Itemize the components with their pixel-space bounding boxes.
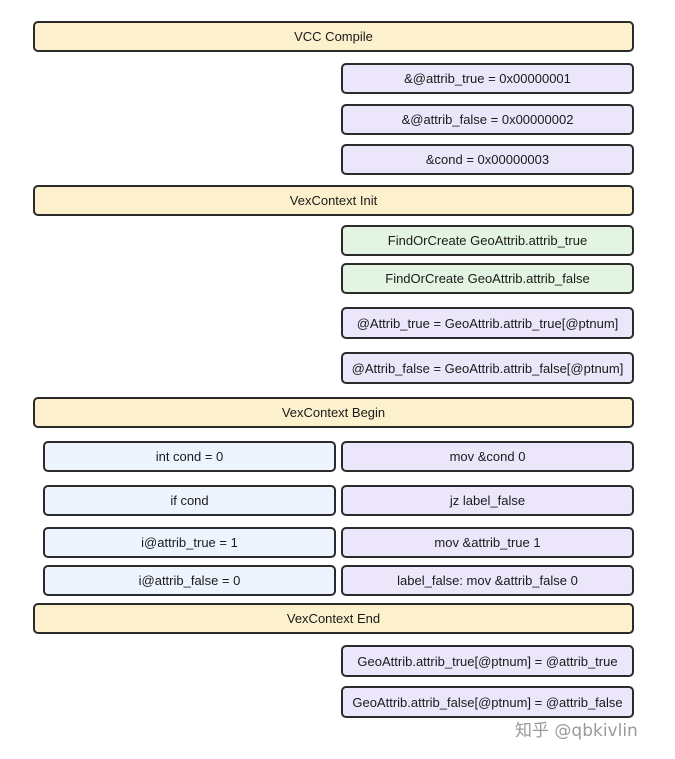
stage-label: VCC Compile [294,29,373,44]
asm-line-box: mov &attrib_true 1 [341,527,634,558]
end-write-true-box: GeoAttrib.attrib_true[@ptnum] = @attrib_… [341,645,634,677]
stage-label: VexContext End [286,611,381,626]
source-line-label: i@attrib_false = 0 [138,573,241,588]
init-find-false-label: FindOrCreate GeoAttrib.attrib_false [385,271,590,286]
compile-attrib-false-label: &@attrib_false = 0x00000002 [401,112,574,127]
asm-line-label: mov &attrib_true 1 [434,535,541,550]
compile-cond-box: &cond = 0x00000003 [341,144,634,175]
asm-line-box: mov &cond 0 [341,441,634,472]
stage-vexcontext-init: VexContext Init [33,185,634,216]
watermark: 知乎 @qbkivlin [515,721,638,741]
init-find-false-box: FindOrCreate GeoAttrib.attrib_false [341,263,634,294]
asm-line-label: label_false: mov &attrib_false 0 [397,573,578,588]
compile-attrib-true-label: &@attrib_true = 0x00000001 [404,71,571,86]
source-line-box: i@attrib_false = 0 [43,565,336,596]
source-line-label: if cond [170,493,209,508]
stage-label: VexContext Init [289,193,378,208]
stage-label: VexContext Begin [281,405,386,420]
source-line-label: i@attrib_true = 1 [141,535,238,550]
asm-line-box: label_false: mov &attrib_false 0 [341,565,634,596]
end-write-true-label: GeoAttrib.attrib_true[@ptnum] = @attrib_… [357,653,618,669]
source-line-box: i@attrib_true = 1 [43,527,336,558]
init-find-true-box: FindOrCreate GeoAttrib.attrib_true [341,225,634,256]
compile-attrib-false-box: &@attrib_false = 0x00000002 [341,104,634,135]
end-write-false-label: GeoAttrib.attrib_false[@ptnum] = @attrib… [352,694,623,710]
source-line-box: int cond = 0 [43,441,336,472]
init-bind-true-box: @Attrib_true = GeoAttrib.attrib_true[@pt… [341,307,634,339]
init-bind-false-box: @Attrib_false = GeoAttrib.attrib_false[@… [341,352,634,384]
stage-vexcontext-end: VexContext End [33,603,634,634]
compile-attrib-true-box: &@attrib_true = 0x00000001 [341,63,634,94]
asm-line-box: jz label_false [341,485,634,516]
init-bind-false-label: @Attrib_false = GeoAttrib.attrib_false[@… [351,360,624,376]
init-find-true-label: FindOrCreate GeoAttrib.attrib_true [387,233,588,248]
source-line-label: int cond = 0 [155,449,224,464]
source-line-box: if cond [43,485,336,516]
stage-vcc-compile: VCC Compile [33,21,634,52]
asm-line-label: jz label_false [449,493,526,508]
stage-vexcontext-begin: VexContext Begin [33,397,634,428]
asm-line-label: mov &cond 0 [449,449,526,464]
end-write-false-box: GeoAttrib.attrib_false[@ptnum] = @attrib… [341,686,634,718]
compile-cond-label: &cond = 0x00000003 [425,152,550,167]
init-bind-true-label: @Attrib_true = GeoAttrib.attrib_true[@pt… [356,315,619,331]
